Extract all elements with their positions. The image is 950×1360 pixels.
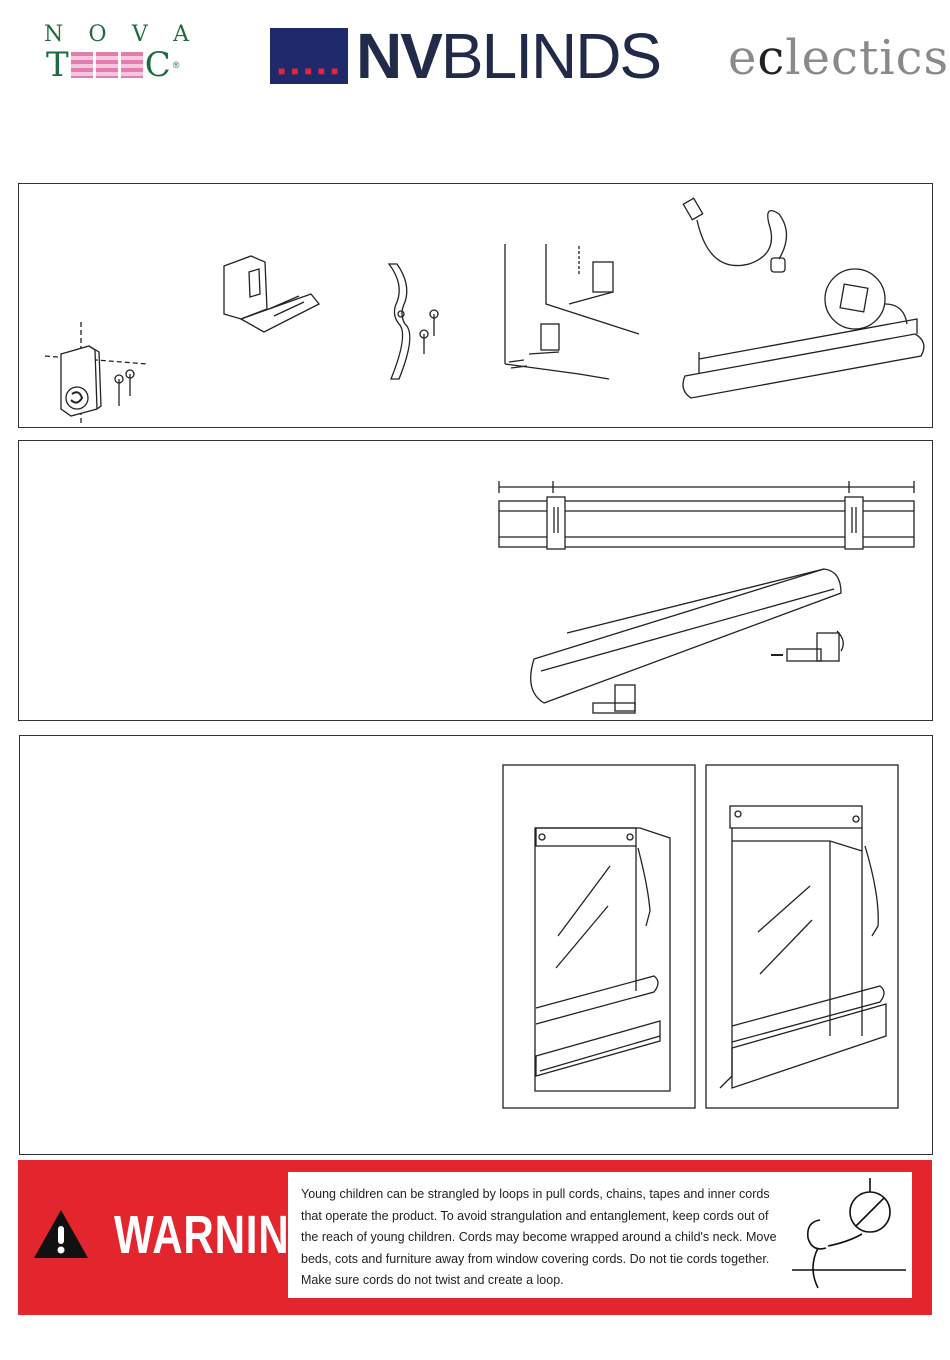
novatec-letter: A xyxy=(173,22,189,47)
novatec-letter: T xyxy=(46,45,69,85)
warning-banner: WARNING Young children can be strangled … xyxy=(18,1160,932,1315)
components-panel xyxy=(18,183,933,428)
novatec-letter: N xyxy=(44,22,64,47)
novatec-logo: N O V A T C ® xyxy=(40,22,190,92)
warning-triangle-icon xyxy=(34,1210,88,1258)
headrail-illustration xyxy=(682,268,925,399)
warning-text: Young children can be strangled by loops… xyxy=(301,1187,777,1287)
eclectics-logo: eclectics xyxy=(728,30,950,86)
cord-illustration xyxy=(682,197,788,273)
components-illustration xyxy=(44,197,925,424)
window-mounting-illustration xyxy=(502,764,899,1109)
warning-title: WARNING xyxy=(114,1205,324,1265)
novatec-top-row: N O V A xyxy=(44,22,189,47)
inside-mount-diagram xyxy=(502,764,696,1109)
no-child-cord-icon xyxy=(792,1178,906,1289)
headrail-fitting-illustration xyxy=(498,481,915,714)
headrail-fitting-panel xyxy=(18,440,933,721)
mounting-bracket-illustration xyxy=(223,255,321,333)
end-bracket-illustration xyxy=(44,322,148,424)
novatec-bottom-row: T C ® xyxy=(46,45,186,85)
registered-mark: ® xyxy=(172,60,180,70)
nvblinds-wordmark: NVBLINDS xyxy=(356,20,662,92)
novatec-letter: V xyxy=(131,22,148,47)
novatec-stripes xyxy=(70,52,143,78)
warning-message-box: Young children can be strangled by loops… xyxy=(288,1172,912,1298)
spring-clip-illustration xyxy=(387,263,439,380)
window-mounting-panel xyxy=(19,735,933,1155)
nvblinds-logo: ■■■■■ NVBLINDS xyxy=(270,20,670,92)
novatec-letter: O xyxy=(88,22,107,47)
outside-mount-diagram xyxy=(705,764,899,1109)
bracket-installation-illustration xyxy=(504,244,640,380)
novatec-letter: C xyxy=(144,45,171,85)
nvblinds-mark: ■■■■■ xyxy=(270,28,348,84)
